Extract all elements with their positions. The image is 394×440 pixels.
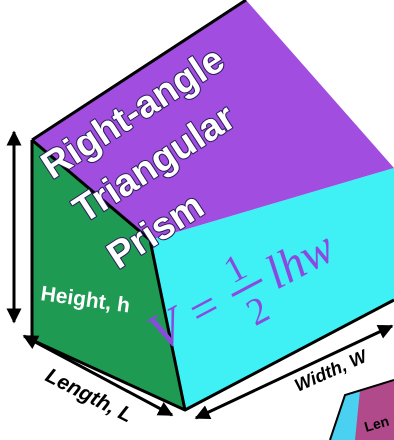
- length-arrow: [22, 334, 174, 417]
- width-arrow: [194, 324, 394, 420]
- partial-shape-outline: [329, 379, 394, 440]
- partial-label: Len: [362, 413, 390, 435]
- slant-face-top: [32, 0, 394, 240]
- fraction-bar: [231, 278, 263, 297]
- partial-shape-edge: [330, 390, 360, 440]
